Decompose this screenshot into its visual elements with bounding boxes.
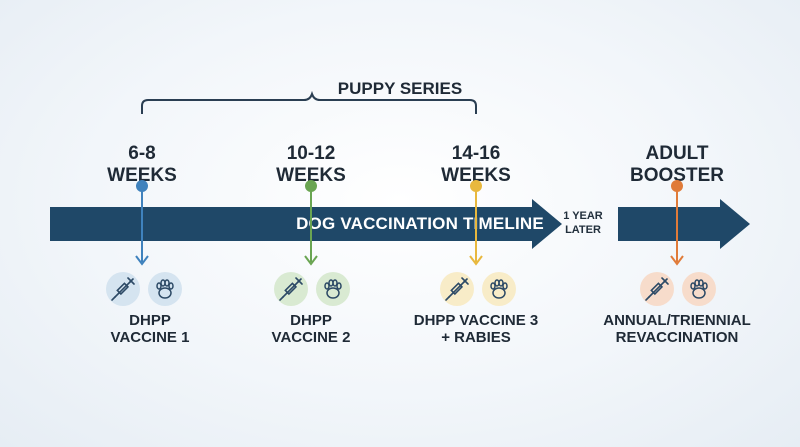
- puppy-series-label: PUPPY SERIES: [337, 79, 463, 98]
- stage-3-vaccine-label: DHPP VACCINE 3+ RABIES: [413, 312, 539, 347]
- syringe-icon: [106, 272, 140, 306]
- paw-icon: [482, 272, 516, 306]
- syringe-icon: [274, 272, 308, 306]
- adult-arrow: [618, 199, 750, 249]
- paw-icon: [148, 272, 182, 306]
- syringe-icon: [640, 272, 674, 306]
- paw-icon: [316, 272, 350, 306]
- paw-icon: [682, 272, 716, 306]
- syringe-icon: [440, 272, 474, 306]
- one-year-later-label: 1 YEAR LATER: [563, 210, 603, 236]
- timeline-title: DOG VACCINATION TIMELINE: [296, 214, 544, 233]
